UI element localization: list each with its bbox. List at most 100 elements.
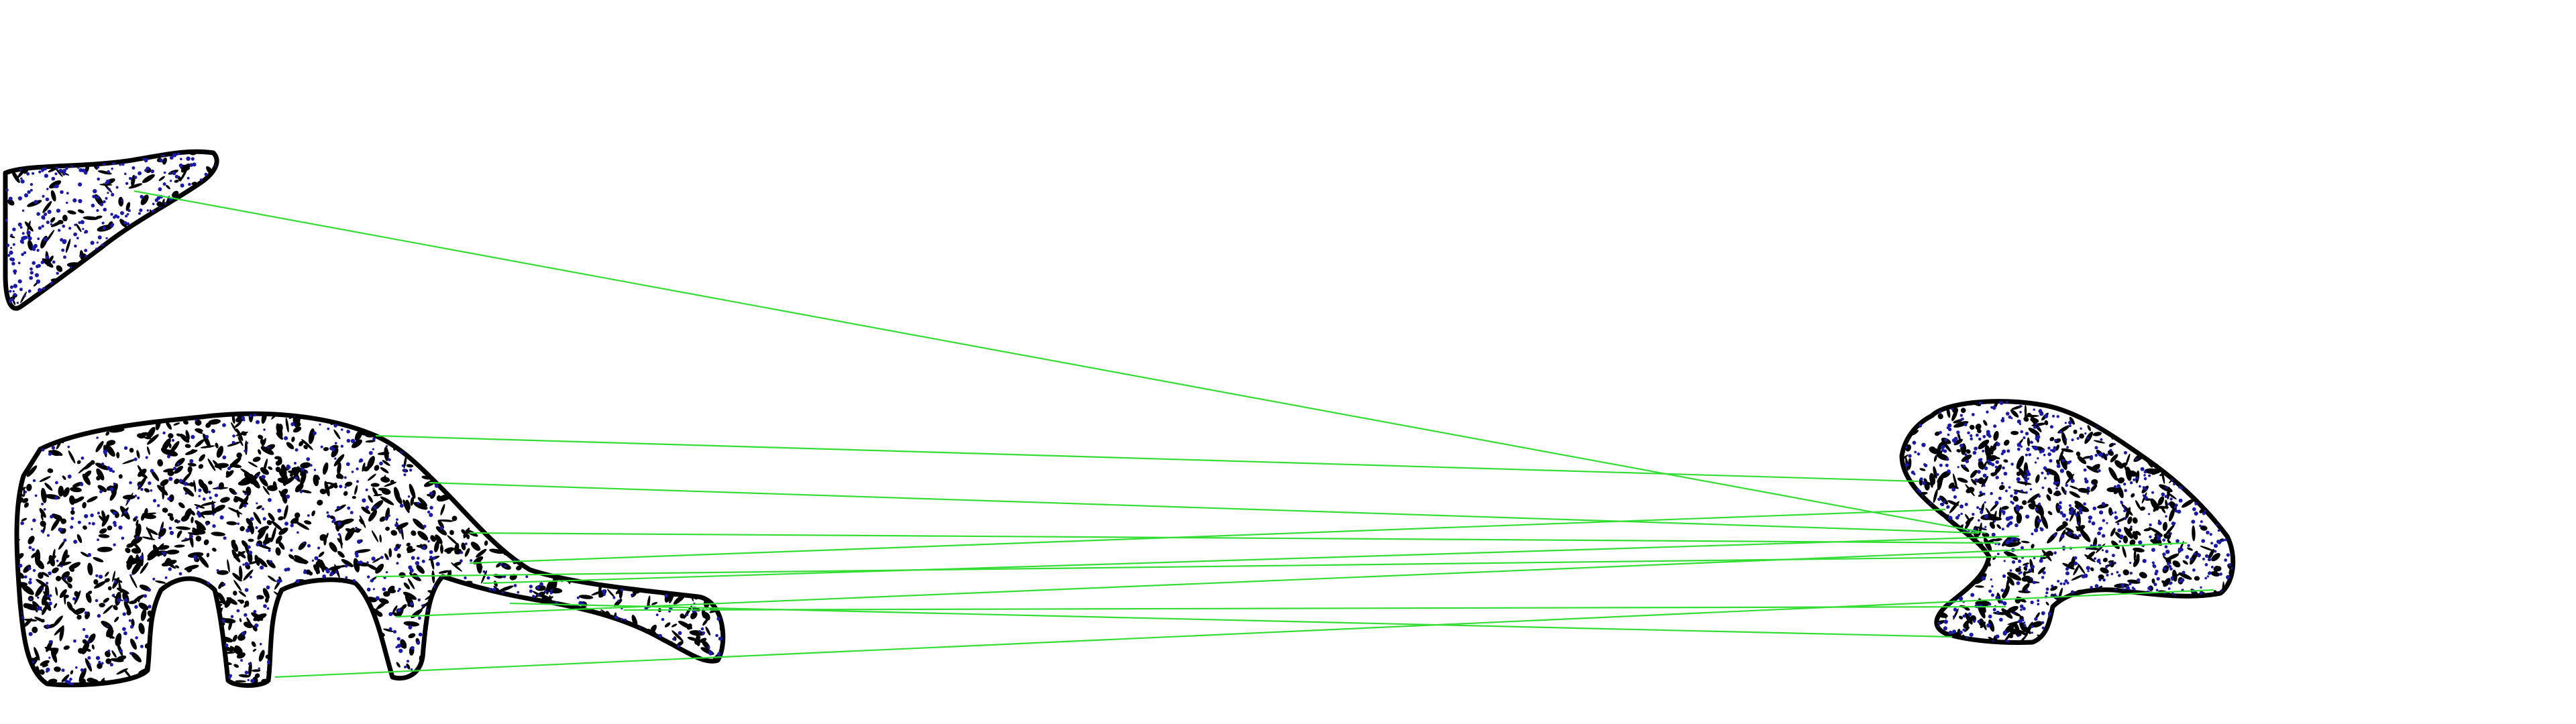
texture-mark xyxy=(48,554,56,566)
texture-mark xyxy=(20,291,27,304)
texture-mark xyxy=(2091,464,2100,470)
texture-mark xyxy=(44,646,58,652)
texture-mark xyxy=(131,548,142,554)
keypoint xyxy=(160,662,163,665)
keypoint xyxy=(185,257,189,261)
texture-mark xyxy=(511,607,518,621)
texture-mark xyxy=(101,267,113,274)
keypoint xyxy=(423,524,427,528)
keypoint xyxy=(1917,615,1922,619)
keypoint xyxy=(7,253,11,257)
texture-mark xyxy=(266,520,272,526)
texture-mark xyxy=(356,628,370,632)
texture-mark xyxy=(294,555,307,564)
texture-mark xyxy=(657,488,669,496)
texture-mark xyxy=(2061,432,2067,446)
keypoint xyxy=(129,625,134,629)
keypoint xyxy=(529,423,533,427)
keypoint xyxy=(2177,509,2182,514)
keypoint xyxy=(62,240,66,245)
texture-mark xyxy=(49,180,62,189)
keypoint xyxy=(138,171,142,176)
texture-mark xyxy=(439,427,446,433)
keypoint xyxy=(612,465,616,468)
texture-mark xyxy=(413,501,428,510)
keypoint xyxy=(291,667,295,672)
keypoint xyxy=(43,508,46,511)
keypoint xyxy=(523,443,527,446)
keypoint xyxy=(74,290,77,292)
texture-mark xyxy=(113,605,118,611)
keypoint xyxy=(1982,492,1986,495)
keypoint xyxy=(2059,608,2063,612)
keypoint xyxy=(2162,566,2166,570)
keypoint xyxy=(247,545,251,549)
keypoint xyxy=(2105,550,2109,554)
keypoint xyxy=(624,618,627,621)
texture-mark xyxy=(541,420,549,426)
keypoint xyxy=(2086,492,2089,495)
keypoint xyxy=(656,526,660,530)
keypoint xyxy=(2041,486,2045,489)
texture-mark xyxy=(38,572,44,579)
keypoint xyxy=(2043,477,2047,480)
texture-mark xyxy=(530,414,543,415)
keypoint xyxy=(221,664,224,667)
keypoint xyxy=(95,599,99,603)
texture-mark xyxy=(54,414,64,420)
keypoint xyxy=(329,446,333,450)
texture-mark xyxy=(61,571,70,579)
keypoint xyxy=(64,302,68,305)
texture-mark xyxy=(680,473,686,489)
texture-mark xyxy=(105,444,115,457)
keypoint xyxy=(2213,408,2218,412)
texture-mark xyxy=(2073,564,2080,576)
texture-mark xyxy=(2237,509,2243,517)
texture-mark xyxy=(494,478,500,487)
keypoint xyxy=(30,528,34,531)
keypoint xyxy=(259,643,262,646)
keypoint xyxy=(433,585,436,588)
texture-mark xyxy=(544,464,551,475)
texture-mark xyxy=(2222,620,2228,625)
keypoint xyxy=(2208,414,2213,419)
keypoint xyxy=(636,490,640,494)
texture-mark xyxy=(668,517,677,524)
texture-mark xyxy=(529,625,536,631)
texture-mark xyxy=(323,446,329,451)
texture-mark xyxy=(2108,597,2121,603)
texture-mark xyxy=(74,591,79,597)
texture-mark xyxy=(209,254,215,265)
texture-mark xyxy=(2106,625,2114,639)
texture-mark xyxy=(2035,474,2040,483)
keypoint xyxy=(411,646,415,650)
keypoint xyxy=(396,637,400,641)
keypoint xyxy=(1990,406,1994,409)
keypoint xyxy=(589,670,594,674)
texture-mark xyxy=(68,420,77,433)
keypoint xyxy=(2135,458,2138,461)
texture-mark xyxy=(372,487,378,497)
keypoint xyxy=(652,508,657,512)
keypoint xyxy=(2188,426,2192,429)
keypoint xyxy=(56,208,60,213)
texture-mark xyxy=(2133,548,2137,561)
texture-mark xyxy=(156,201,162,206)
keypoint xyxy=(2015,523,2019,528)
texture-mark xyxy=(353,563,357,568)
keypoint xyxy=(2135,619,2139,623)
texture-mark xyxy=(171,234,176,240)
keypoint xyxy=(299,626,303,629)
keypoint xyxy=(2017,447,2021,451)
texture-mark xyxy=(106,302,113,307)
keypoint xyxy=(596,547,600,550)
texture-mark xyxy=(62,475,66,480)
keypoint xyxy=(156,660,160,663)
texture-mark xyxy=(193,662,209,665)
keypoint xyxy=(2011,501,2015,505)
texture-mark xyxy=(441,424,450,431)
keypoint xyxy=(232,434,235,438)
texture-mark xyxy=(117,587,129,595)
keypoint xyxy=(686,477,689,481)
keypoint xyxy=(174,242,178,246)
